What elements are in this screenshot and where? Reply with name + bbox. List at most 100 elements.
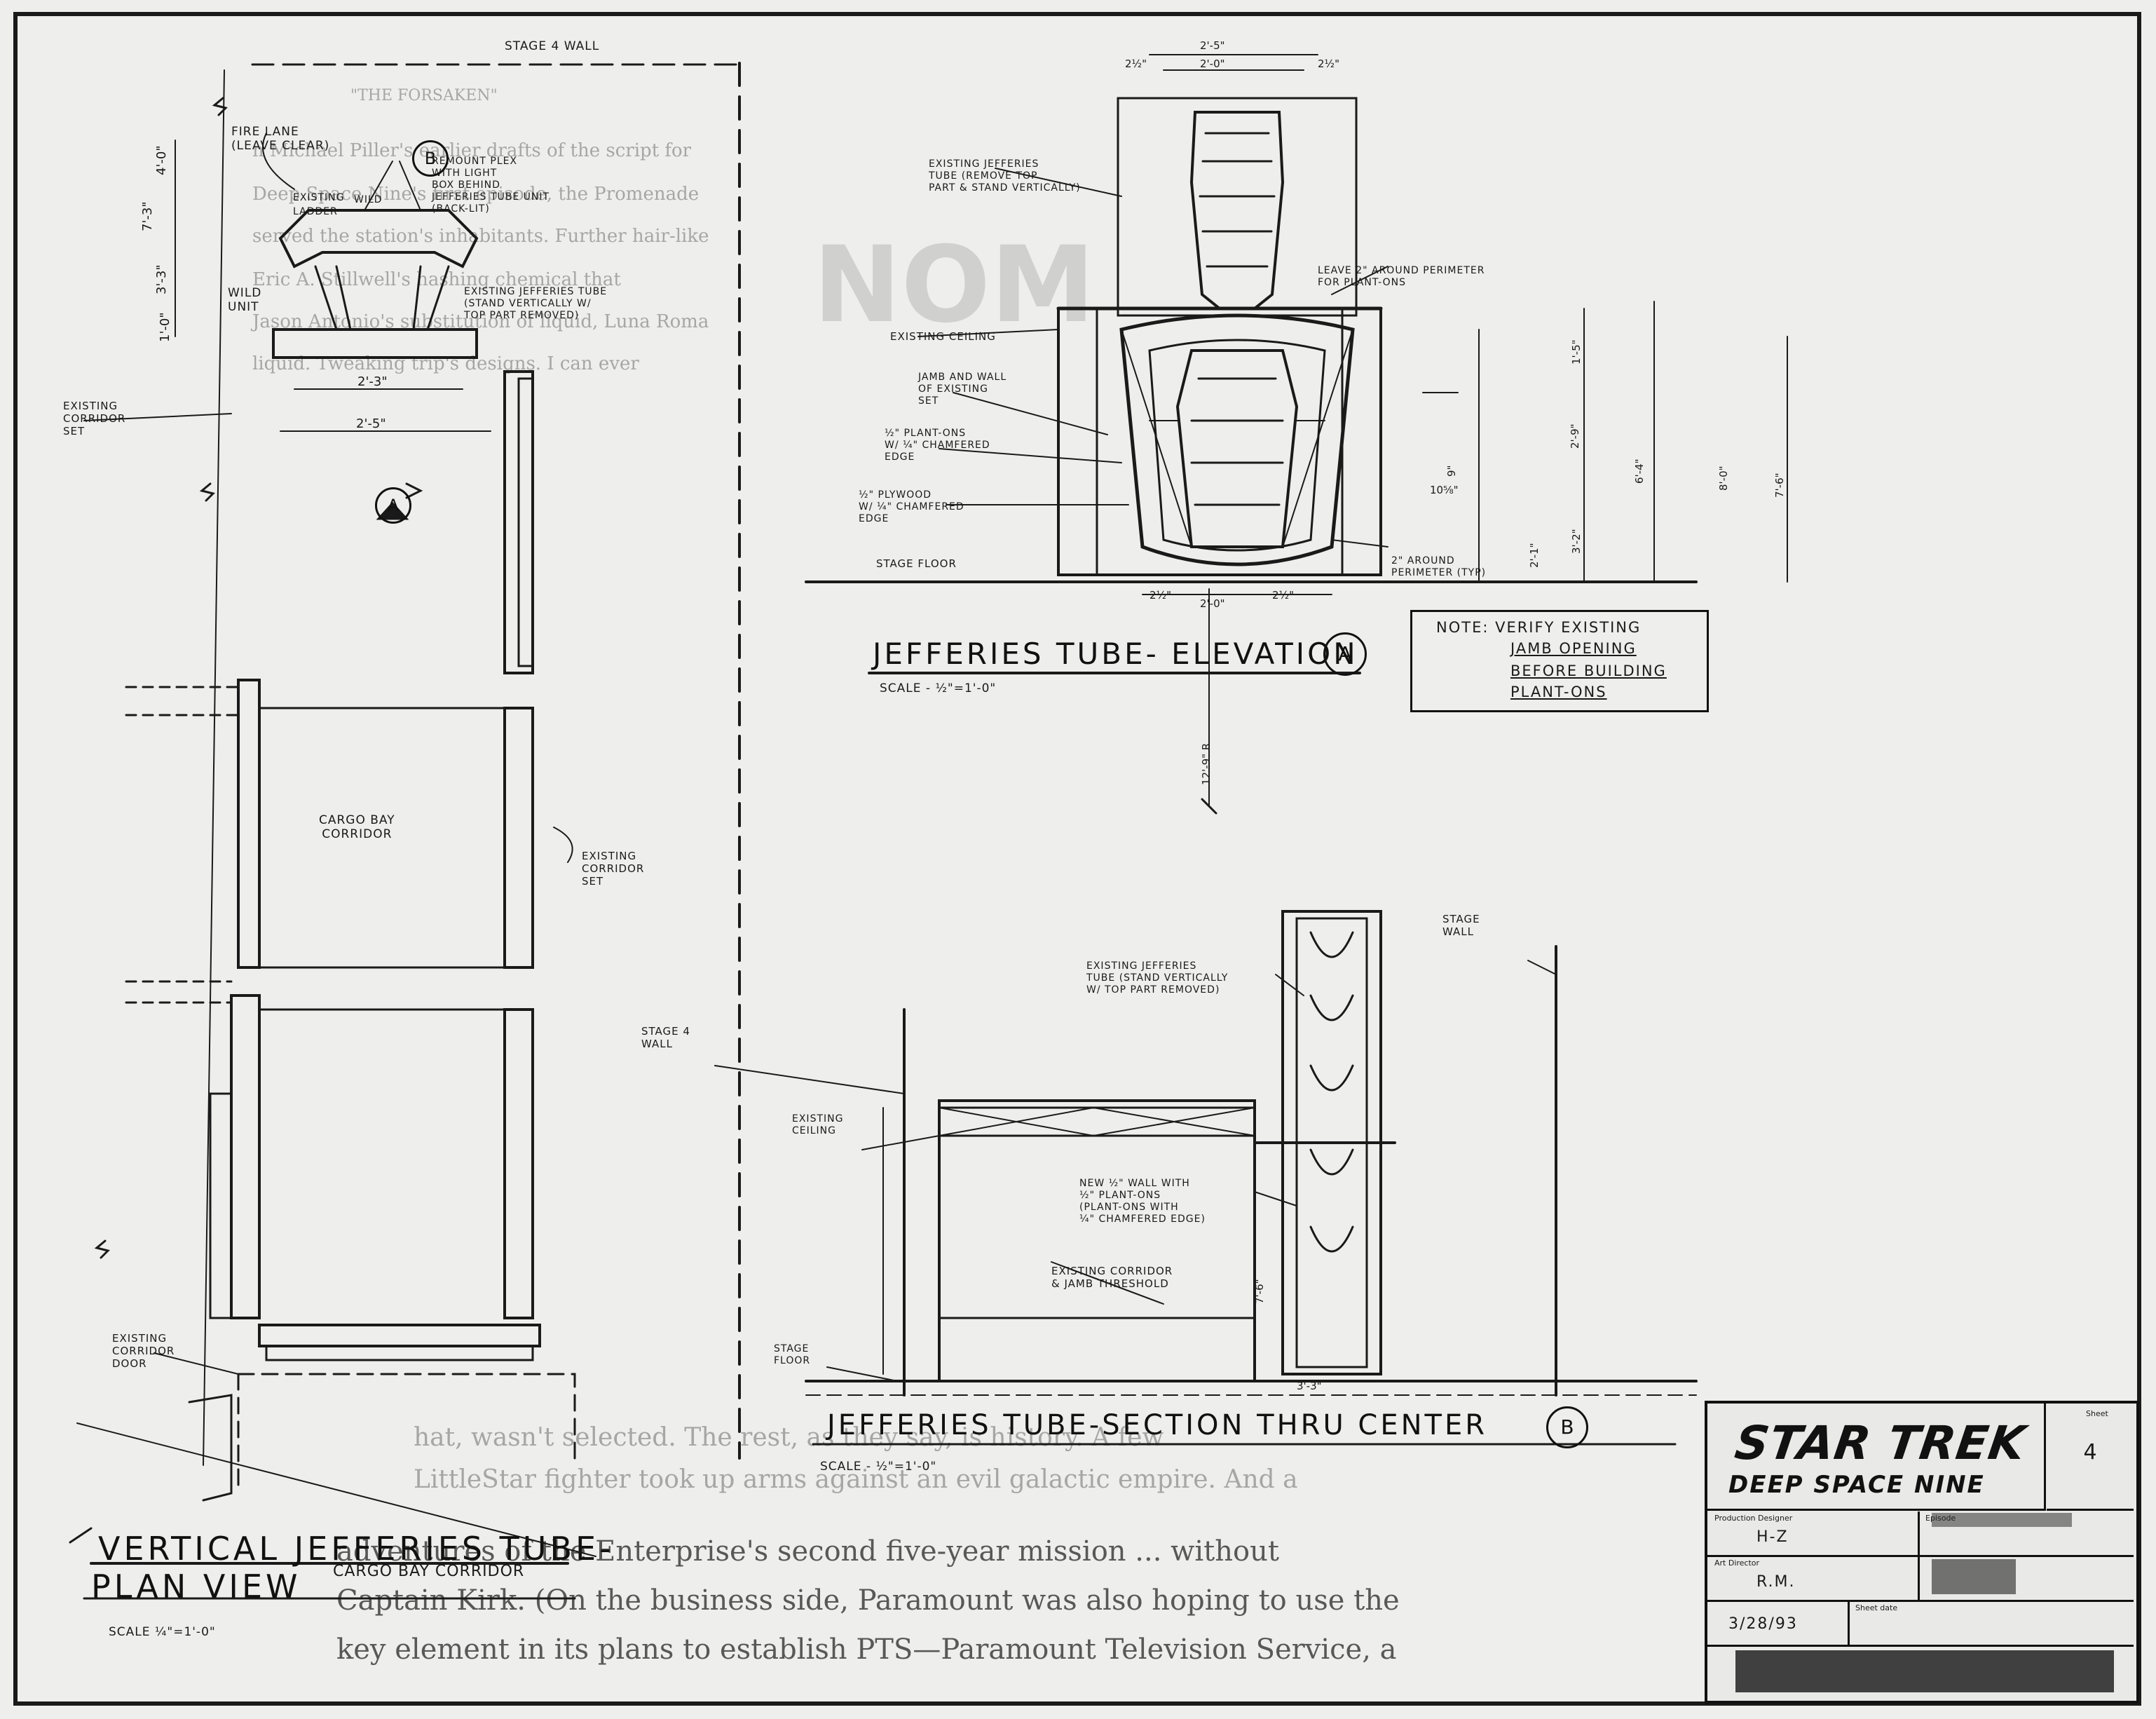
tb-row-date: 3/28/93 Sheet date bbox=[1707, 1601, 2134, 1647]
elev-dim-2-9: 2'-9" bbox=[1569, 423, 1581, 449]
section-existing-jefferies-tube-label: EXISTING JEFFERIES TUBE (STAND VERTICALL… bbox=[1086, 960, 1229, 996]
section-marker-b: B bbox=[412, 140, 449, 177]
existing-jefferies-tube-plan-label: EXISTING JEFFERIES TUBE (STAND VERTICALL… bbox=[464, 286, 608, 321]
elev-dim-top-d: 2½" bbox=[1318, 57, 1339, 70]
new-wall-label: NEW ½" WALL WITH ½" PLANT-ONS (PLANT-ONS… bbox=[1079, 1178, 1206, 1225]
elev-dim-top-a: 2'-5" bbox=[1200, 39, 1225, 52]
elev-stage-floor-label: STAGE FLOOR bbox=[876, 557, 957, 570]
section-title: JEFFERIES TUBE-SECTION THRU CENTER bbox=[827, 1409, 1488, 1441]
elev-dim-8-0: 8'-0" bbox=[1717, 466, 1730, 491]
dim-7-3: 7'-3" bbox=[140, 201, 155, 231]
plant-ons-label: ½" PLANT-ONS W/ ¼" CHAMFERED EDGE bbox=[885, 428, 990, 463]
wild-unit-label: WILD UNIT bbox=[228, 286, 262, 314]
art-director-value: R.M. bbox=[1756, 1573, 1796, 1591]
bg-line: n Michael Piller's earlier drafts of the… bbox=[252, 140, 692, 161]
elevation-title: JEFFERIES TUBE- ELEVATION bbox=[873, 637, 1358, 671]
elev-dim-bottom-c: 2½" bbox=[1272, 589, 1294, 602]
plywood-label: ½" PLYWOOD W/ ¼" CHAMFERED EDGE bbox=[859, 489, 964, 524]
section-stage-wall-label: STAGE WALL bbox=[1442, 913, 1480, 938]
tb-sheet-date-cell: Sheet date bbox=[1848, 1601, 2134, 1645]
production-designer-value: H-Z bbox=[1756, 1528, 1789, 1546]
section-dim-3-3: 3'-3" bbox=[1297, 1380, 1322, 1392]
around-perimeter-label: 2" AROUND PERIMETER (TYP) bbox=[1391, 555, 1487, 578]
elevation-scale: SCALE - ½"=1'-0" bbox=[880, 681, 997, 695]
elev-existing-ceiling-label: EXISTING CEILING bbox=[890, 330, 996, 343]
leave-2-around-label: LEAVE 2" AROUND PERIMETER FOR PLANT-ONS bbox=[1318, 265, 1485, 288]
dim-1-0: 1'-0" bbox=[158, 312, 172, 342]
note-line: BEFORE BUILDING bbox=[1510, 663, 1667, 679]
section-marker-a: A bbox=[375, 487, 411, 524]
elev-dim-9: 9" bbox=[1445, 465, 1458, 477]
elev-dim-bottom-radius: 12'-9" R bbox=[1200, 742, 1213, 785]
fire-lane-label: FIRE LANE (LEAVE CLEAR) bbox=[231, 125, 330, 153]
bg-bottom-line: Captain Kirk. (On the business side, Par… bbox=[336, 1584, 1400, 1617]
plan-view-subtitle: CARGO BAY CORRIDOR bbox=[333, 1563, 525, 1580]
remount-plex-label: REMOUNT PLEX WITH LIGHT BOX BEHIND JEFFE… bbox=[432, 156, 550, 215]
bg-bottom-line: LittleStar fighter took up arms against … bbox=[414, 1465, 1298, 1494]
elev-dim-3-2: 3'-2" bbox=[1570, 529, 1583, 554]
elev-dim-1-5: 1'-5" bbox=[1570, 339, 1583, 365]
dim-3-3: 3'-3" bbox=[154, 264, 169, 294]
bg-line: Eric A. Stillwell's hashing chemical tha… bbox=[252, 269, 621, 290]
section-marker-b-title: B bbox=[1546, 1406, 1588, 1448]
existing-corridor-door-label: EXISTING CORRIDOR DOOR bbox=[112, 1332, 175, 1370]
existing-corridor-jamb-label: EXISTING CORRIDOR & JAMB THRESHOLD bbox=[1051, 1265, 1173, 1290]
dim-2-5: 2'-5" bbox=[356, 416, 386, 431]
wild-label: WILD bbox=[354, 194, 383, 205]
dim-4-0: 4'-0" bbox=[154, 145, 169, 175]
elev-dim-7-6: 7'-6" bbox=[1773, 473, 1786, 498]
title-block-blot bbox=[1932, 1559, 2016, 1594]
production-designer-caption: Production Designer bbox=[1714, 1514, 1793, 1523]
dim-2-3: 2'-3" bbox=[357, 374, 388, 389]
sheet-number: 4 bbox=[2083, 1440, 2097, 1465]
elev-dim-6-4: 6'-4" bbox=[1633, 458, 1646, 484]
elev-dim-10-5-8: 10⅝" bbox=[1430, 484, 1459, 496]
elev-dim-bottom-b: 2½" bbox=[1149, 589, 1171, 602]
elev-existing-jefferies-tube-label: EXISTING JEFFERIES TUBE (REMOVE TOP PART… bbox=[929, 158, 1081, 193]
bg-heading: "THE FORSAKEN" bbox=[350, 87, 498, 104]
verify-jamb-note: NOTE: VERIFY EXISTING JAMB OPENING BEFOR… bbox=[1410, 610, 1709, 712]
stage4-wall-top-label: STAGE 4 WALL bbox=[505, 39, 600, 53]
logo-deep-space-nine: DEEP SPACE NINE bbox=[1728, 1471, 1985, 1499]
section-stage-floor-label: STAGE FLOOR bbox=[774, 1343, 811, 1366]
elev-dim-2-1: 2'-1" bbox=[1528, 543, 1541, 568]
plan-view-title-line1: VERTICAL JEFFERIES TUBE- bbox=[98, 1530, 615, 1568]
tb-art-smudge-cell bbox=[1918, 1556, 2134, 1600]
section-scale: SCALE - ½"=1'-0" bbox=[820, 1460, 937, 1474]
sheet-number-box: Sheet 4 bbox=[2047, 1404, 2134, 1511]
bg-line: served the station's inhabitants. Furthe… bbox=[252, 226, 709, 247]
bg-bottom-line: key element in its plans to establish PT… bbox=[336, 1633, 1397, 1666]
title-block: STAR TREK DEEP SPACE NINE Sheet 4 Produc… bbox=[1705, 1401, 2139, 1704]
note-line: JAMB OPENING bbox=[1510, 640, 1637, 657]
note-line: PLANT-ONS bbox=[1510, 684, 1607, 700]
section-stage4-wall-label: STAGE 4 WALL bbox=[641, 1025, 690, 1050]
existing-corridor-set-right-label: EXISTING CORRIDOR SET bbox=[582, 850, 645, 888]
section-existing-ceiling-label: EXISTING CEILING bbox=[792, 1113, 844, 1136]
existing-corridor-set-left-label: EXISTING CORRIDOR SET bbox=[63, 400, 126, 437]
elev-dim-top-c: 2½" bbox=[1125, 57, 1147, 70]
art-director-caption: Art Director bbox=[1714, 1558, 1760, 1568]
section-dim-7-6: 7'-6" bbox=[1253, 1279, 1266, 1304]
note-line: NOTE: VERIFY EXISTING bbox=[1436, 619, 1642, 636]
cargo-bay-corridor-label: CARGO BAY CORRIDOR bbox=[319, 813, 395, 841]
sheet-date-caption: Sheet date bbox=[1855, 1603, 1898, 1612]
plan-view-scale: SCALE ¼"=1'-0" bbox=[109, 1625, 216, 1639]
elevation-marker-a: A bbox=[1323, 632, 1367, 676]
existing-ladder-label: EXISTING LADDER bbox=[293, 192, 345, 217]
plan-view-title-line2: PLAN VIEW bbox=[91, 1568, 301, 1605]
elev-dim-bottom-a: 2'-0" bbox=[1200, 597, 1225, 610]
title-block-blot bbox=[1932, 1513, 2072, 1527]
logo-star-trek: STAR TREK bbox=[1731, 1416, 2029, 1470]
tb-row-art-director: Art Director R.M. bbox=[1707, 1556, 2134, 1602]
drawn-date-value: 3/28/93 bbox=[1728, 1615, 1798, 1633]
sheet-caption: Sheet bbox=[2086, 1409, 2108, 1418]
bg-big-mark: NOM bbox=[813, 224, 1096, 346]
elev-dim-top-b: 2'-0" bbox=[1200, 57, 1225, 70]
title-block-blot bbox=[1735, 1650, 2114, 1692]
star-trek-logo: STAR TREK DEEP SPACE NINE bbox=[1707, 1404, 2046, 1511]
jamb-and-wall-label: JAMB AND WALL OF EXISTING SET bbox=[918, 372, 1007, 407]
bg-line: Deep Space Nine's first episode, the Pro… bbox=[252, 184, 700, 205]
bg-bottom-line: hat, wasn't selected. The rest, as they … bbox=[414, 1423, 1164, 1452]
